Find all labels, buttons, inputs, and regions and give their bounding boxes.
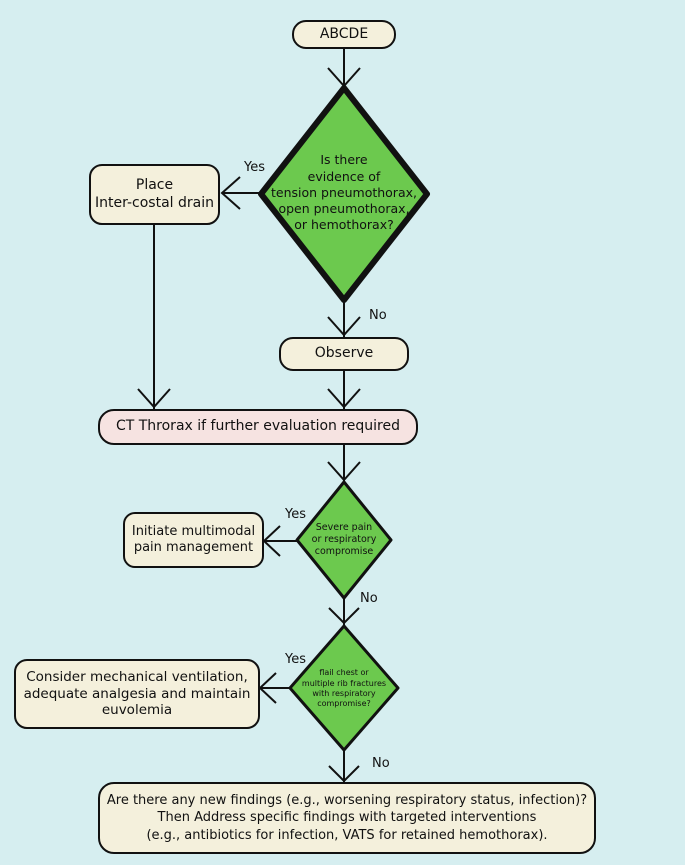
no-label-3: No: [372, 756, 390, 771]
arrowhead: [327, 388, 361, 409]
decision2-label: Severe pain or respiratory compromise: [311, 522, 377, 557]
decision3-label: flail chest or multiple rib fractures wi…: [301, 668, 387, 709]
start-node: ABCDE: [292, 20, 396, 49]
ventilation-node-label: Consider mechanical ventilation, adequat…: [23, 668, 251, 719]
decision1-label: Is there evidence of tension pneumothora…: [271, 152, 417, 233]
decision1-diamond: [258, 85, 430, 303]
ventilation-node: Consider mechanical ventilation, adequat…: [14, 659, 260, 729]
final-node-label: Are there any new findings (e.g., worsen…: [106, 792, 588, 843]
arrowhead: [220, 176, 241, 210]
no-label-1: No: [369, 308, 387, 323]
decision2-diamond: [295, 480, 393, 600]
arrowhead: [328, 765, 360, 783]
yes-label-1: Yes: [244, 160, 265, 175]
start-node-label: ABCDE: [319, 25, 369, 42]
final-node: Are there any new findings (e.g., worsen…: [98, 782, 596, 854]
drain-node-label: Place Inter-costal drain: [95, 177, 214, 211]
pain-node-label: Initiate multimodal pain management: [131, 523, 256, 555]
observe-node-label: Observe: [314, 345, 374, 362]
yes-label-3: Yes: [285, 652, 306, 667]
decision3-diamond: [288, 624, 400, 752]
arrowhead: [328, 607, 360, 625]
pain-node: Initiate multimodal pain management: [123, 512, 264, 568]
ct-node: CT Throrax if further evaluation require…: [98, 409, 418, 445]
no-label-2: No: [360, 591, 378, 606]
yes-label-2: Yes: [285, 507, 306, 522]
arrowhead: [258, 672, 277, 704]
arrowhead: [327, 461, 361, 482]
ct-node-label: CT Throrax if further evaluation require…: [115, 418, 401, 435]
drain-node: Place Inter-costal drain: [89, 164, 220, 225]
observe-node: Observe: [279, 337, 409, 371]
arrowhead: [262, 525, 281, 557]
arrowhead: [137, 388, 171, 409]
arrowhead: [327, 316, 361, 337]
